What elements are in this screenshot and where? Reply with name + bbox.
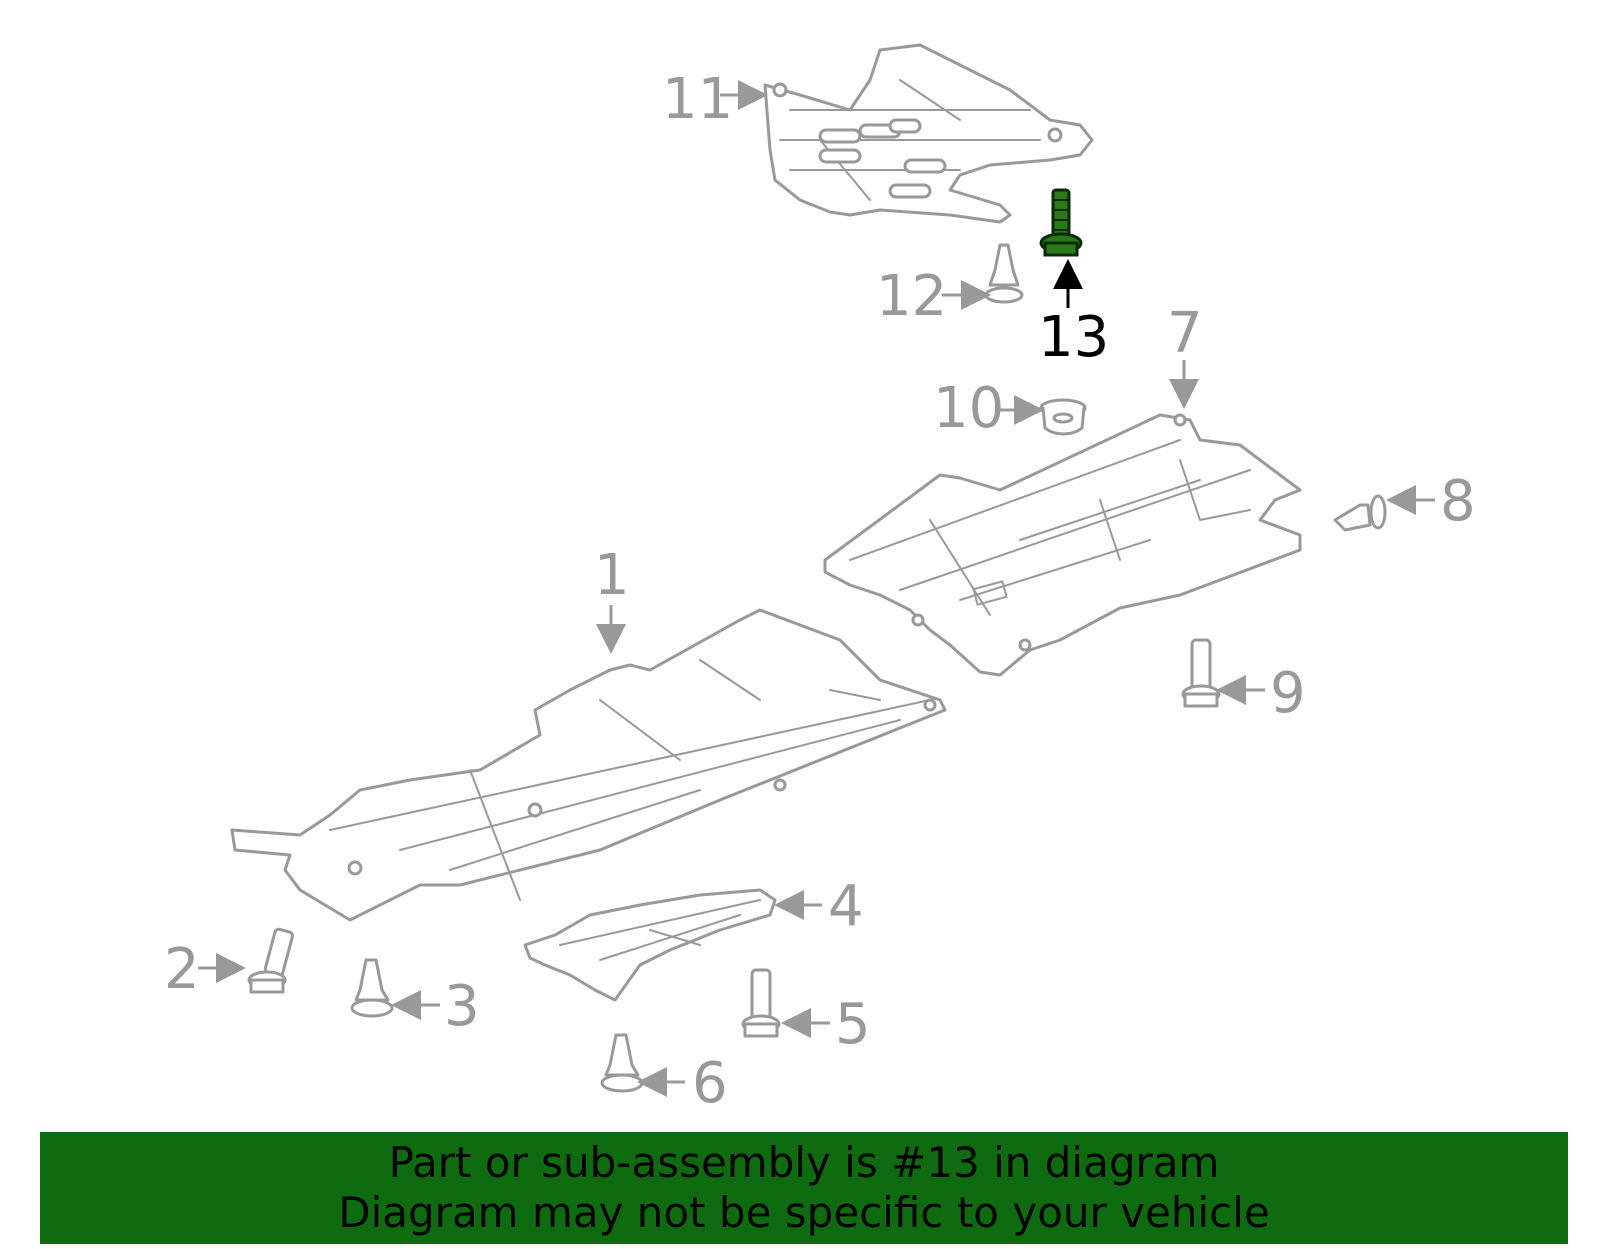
callout-7: 7 (1167, 301, 1203, 366)
callout-10: 10 (933, 376, 1004, 441)
part-6-clip[interactable] (600, 1033, 644, 1093)
part-13-bolt-highlighted[interactable] (1039, 188, 1083, 257)
callout-12: 12 (876, 264, 947, 329)
banner-line-2: Diagram may not be specific to your vehi… (338, 1188, 1270, 1237)
part-4-bracket[interactable] (523, 888, 777, 1002)
callout-8: 8 (1440, 469, 1476, 534)
callout-5: 5 (835, 992, 871, 1057)
part-10-nut[interactable] (1039, 398, 1087, 436)
part-5-bolt[interactable] (741, 968, 781, 1038)
part-3-clip[interactable] (350, 958, 394, 1018)
part-11-shield[interactable] (763, 43, 1094, 224)
part-8-clip[interactable] (1333, 494, 1387, 532)
callout-1: 1 (594, 543, 630, 608)
callout-9: 9 (1270, 661, 1306, 726)
callout-4: 4 (828, 874, 864, 939)
info-banner: Part or sub-assembly is #13 in diagram D… (40, 1132, 1568, 1244)
banner-line-1: Part or sub-assembly is #13 in diagram (388, 1138, 1220, 1187)
part-7-shield[interactable] (823, 413, 1302, 677)
callout-3: 3 (444, 974, 480, 1039)
callout-2: 2 (164, 937, 200, 1002)
part-2-bolt[interactable] (247, 927, 294, 994)
callout-6: 6 (692, 1051, 728, 1116)
callout-11: 11 (662, 67, 733, 132)
part-1-shield[interactable] (230, 608, 947, 922)
part-12-clip[interactable] (984, 243, 1024, 304)
part-9-bolt[interactable] (1181, 638, 1221, 708)
callout-13: 13 (1038, 305, 1109, 370)
